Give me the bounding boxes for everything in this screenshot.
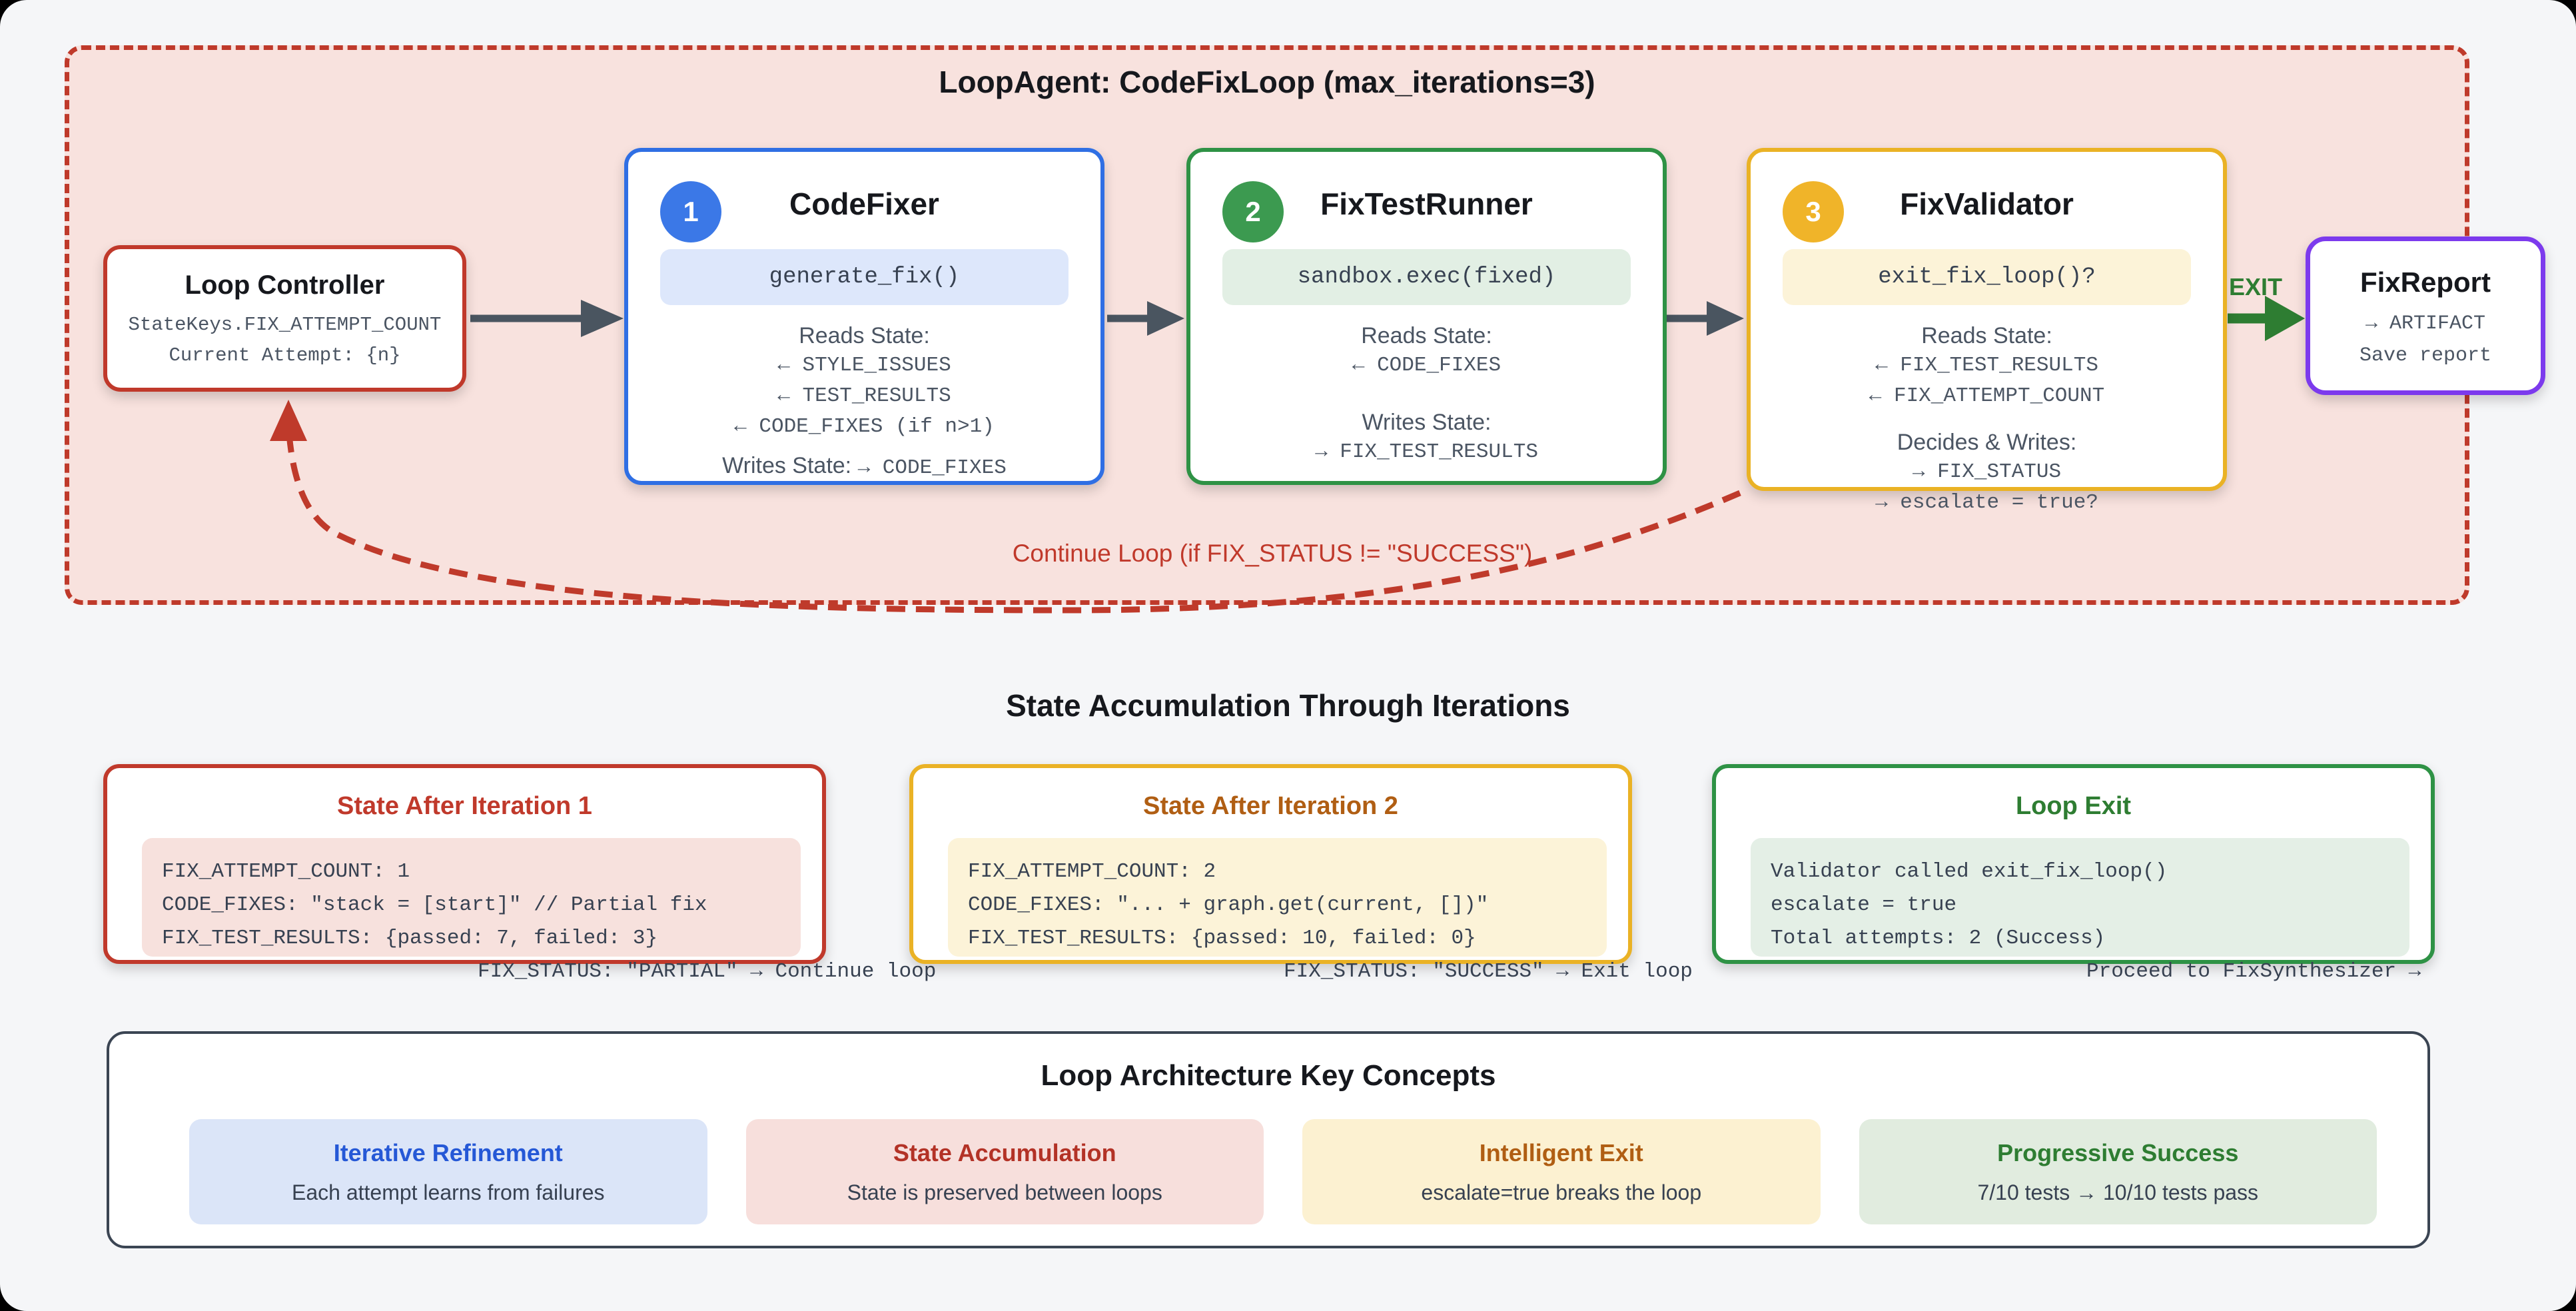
writes-item: → FIX_TEST_RESULTS [1315, 440, 1538, 464]
loop-controller-body: StateKeys.FIX_ATTEMPT_COUNT Current Atte… [107, 310, 462, 371]
fixreport-body: → ARTIFACT Save report [2310, 308, 2541, 372]
agent-name: FixValidator [1900, 187, 2074, 221]
concept-card-state-accumulation: State Accumulation State is preserved be… [745, 1119, 1264, 1224]
current-attempt-line: Current Attempt: {n} [169, 344, 401, 366]
reads-state-label: Reads State: [1921, 323, 2052, 348]
reads-state-label: Reads State: [1361, 323, 1492, 348]
state-key-line: StateKeys.FIX_ATTEMPT_COUNT [128, 314, 442, 336]
state-card-loop-exit: Loop Exit Validator called exit_fix_loop… [1712, 764, 2435, 983]
state-line: FIX_STATUS: "PARTIAL" → Continue loop [478, 960, 937, 983]
writes-state-label: Writes State: [1362, 410, 1492, 435]
concept-card-iterative-refinement: Iterative Refinement Each attempt learns… [189, 1119, 707, 1224]
state-code-block: FIX_ATTEMPT_COUNT: 2 CODE_FIXES: "... + … [948, 838, 1693, 983]
state-section-title: State Accumulation Through Iterations [1006, 688, 1570, 723]
writes-item: → escalate = true? [1875, 491, 2098, 514]
concept-desc: escalate=true breaks the loop [1421, 1180, 1702, 1204]
state-line: Proceed to FixSynthesizer → [2086, 960, 2421, 983]
state-card-title: State After Iteration 1 [337, 792, 592, 820]
artifact-line: → ARTIFACT [2365, 312, 2486, 335]
save-report-line: Save report [2359, 344, 2492, 367]
concept-card-intelligent-exit: Intelligent Exit escalate=true breaks th… [1302, 1119, 1821, 1224]
concept-title: Intelligent Exit [1479, 1139, 1643, 1166]
concept-desc: 7/10 tests → 10/10 tests pass [1977, 1180, 2259, 1204]
state-card-title: Loop Exit [2015, 792, 2132, 820]
reads-item: ← TEST_RESULTS [777, 384, 951, 408]
step-badge-3: 3 [1783, 181, 1844, 242]
agent-name: CodeFixer [789, 187, 939, 221]
state-line: FIX_ATTEMPT_COUNT: 2 [968, 860, 1216, 883]
step-badge-1: 1 [660, 181, 721, 242]
exit-label: EXIT [2229, 273, 2283, 300]
state-line: FIX_ATTEMPT_COUNT: 1 [162, 860, 410, 883]
writes-state-line: Writes State: → CODE_FIXES [628, 453, 1100, 480]
writes-item: → CODE_FIXES [857, 456, 1007, 480]
state-code-block: Validator called exit_fix_loop() escalat… [1751, 838, 2421, 983]
concept-desc: State is preserved between loops [847, 1180, 1162, 1204]
fixreport-title: FixReport [2360, 266, 2491, 298]
state-card-iteration-1: State After Iteration 1 FIX_ATTEMPT_COUN… [103, 764, 936, 983]
state-line: CODE_FIXES: "stack = [start]" // Partial… [162, 893, 707, 917]
state-card-iteration-2: State After Iteration 2 FIX_ATTEMPT_COUN… [909, 764, 1693, 983]
concept-title: State Accumulation [893, 1139, 1116, 1166]
concept-desc: Each attempt learns from failures [291, 1180, 605, 1204]
writes-state-label: Writes State: [722, 453, 852, 478]
fixreport-card: FixReport → ARTIFACT Save report [2306, 236, 2545, 395]
reads-state-label: Reads State: [799, 323, 930, 348]
agent-code-pill: sandbox.exec(fixed) [1222, 249, 1631, 305]
reads-item: ← STYLE_ISSUES [777, 354, 951, 377]
key-concepts-panel: Loop Architecture Key Concepts Iterative… [107, 1031, 2430, 1248]
decides-writes-label: Decides & Writes: [1897, 430, 2077, 455]
key-concepts-row: Iterative Refinement Each attempt learns… [189, 1119, 2377, 1224]
concept-title: Progressive Success [1997, 1139, 2239, 1166]
concept-title: Iterative Refinement [333, 1139, 563, 1166]
state-line: FIX_TEST_RESULTS: {passed: 10, failed: 0… [968, 927, 1476, 950]
agent-code-pill: exit_fix_loop()? [1783, 249, 2191, 305]
agent-card-fixtestrunner: 2 FixTestRunner sandbox.exec(fixed) Read… [1186, 148, 1667, 485]
reads-item: ← FIX_ATTEMPT_COUNT [1869, 384, 2105, 408]
agent-card-codefixer: 1 CodeFixer generate_fix() Reads State: … [624, 148, 1104, 485]
reads-item: ← FIX_TEST_RESULTS [1875, 354, 2098, 377]
agent-name: FixTestRunner [1320, 187, 1533, 221]
state-line: Total attempts: 2 (Success) [1771, 927, 2106, 950]
state-line: CODE_FIXES: "... + graph.get(current, []… [968, 893, 1489, 917]
loop-controller-title: Loop Controller [185, 270, 385, 300]
continue-loop-caption: Continue Loop (if FIX_STATUS != "SUCCESS… [1012, 540, 1533, 567]
concept-card-progressive-success: Progressive Success 7/10 tests → 10/10 t… [1859, 1119, 2377, 1224]
state-line: Validator called exit_fix_loop() [1771, 860, 2168, 883]
loop-controller-card: Loop Controller StateKeys.FIX_ATTEMPT_CO… [103, 245, 466, 392]
state-line: escalate = true [1771, 893, 1957, 917]
reads-item: ← CODE_FIXES [1352, 354, 1502, 377]
step-badge-2: 2 [1222, 181, 1284, 242]
writes-item: → FIX_STATUS [1912, 460, 2062, 484]
state-line: FIX_STATUS: "SUCCESS" → Exit loop [1284, 960, 1693, 983]
agent-code-pill: generate_fix() [660, 249, 1069, 305]
reads-item: ← CODE_FIXES (if n>1) [734, 415, 995, 438]
state-code-block: FIX_ATTEMPT_COUNT: 1 CODE_FIXES: "stack … [142, 838, 936, 983]
key-concepts-title: Loop Architecture Key Concepts [1041, 1059, 1496, 1092]
state-card-title: State After Iteration 2 [1143, 792, 1398, 820]
state-line: FIX_TEST_RESULTS: {passed: 7, failed: 3} [162, 927, 658, 950]
agent-card-fixvalidator: 3 FixValidator exit_fix_loop()? Reads St… [1747, 148, 2227, 514]
loop-title: LoopAgent: CodeFixLoop (max_iterations=3… [939, 65, 1595, 99]
